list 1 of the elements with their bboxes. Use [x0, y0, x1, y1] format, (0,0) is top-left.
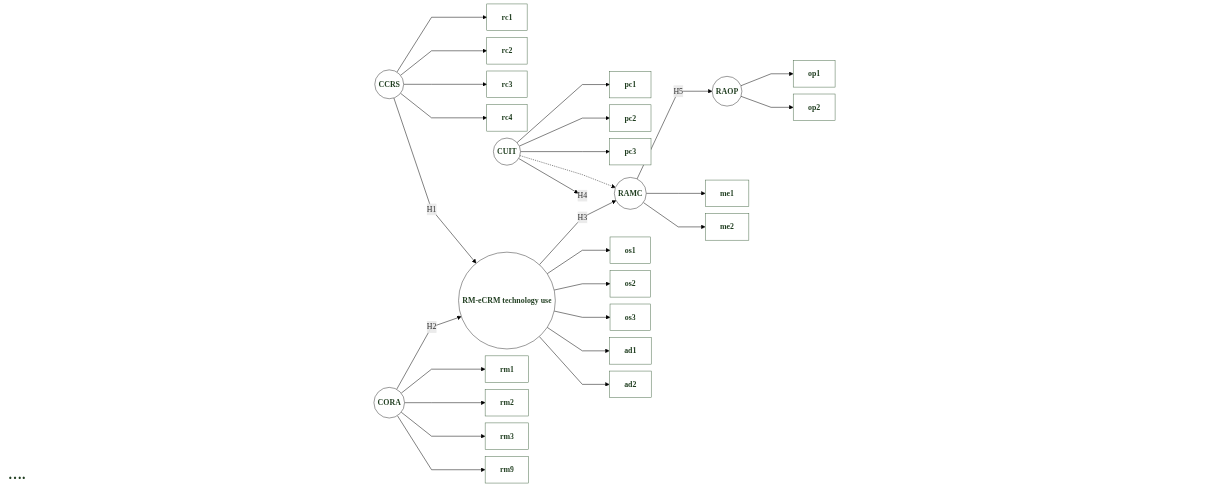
ellipsis-note: …. — [8, 467, 26, 483]
